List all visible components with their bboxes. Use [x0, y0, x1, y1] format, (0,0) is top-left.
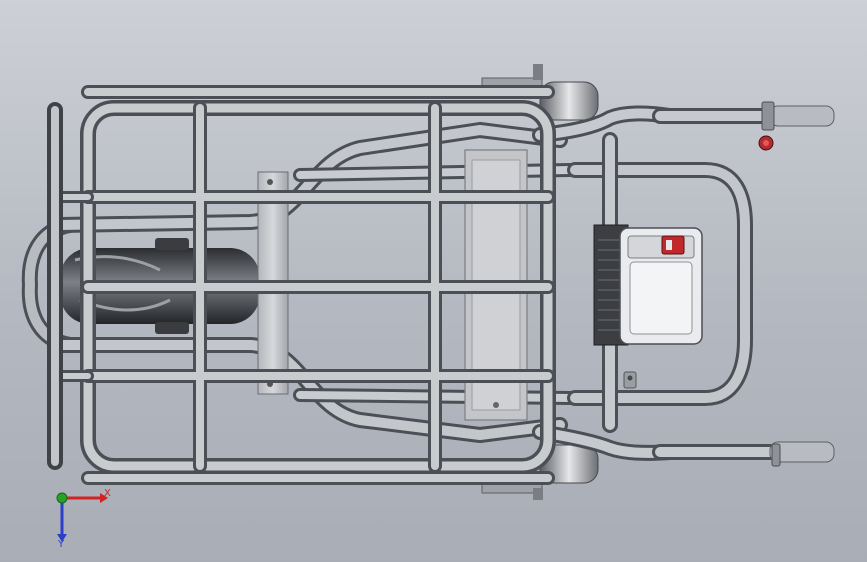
handlebars[interactable]	[623, 101, 835, 467]
battery-box[interactable]	[593, 224, 703, 346]
y-axis-label: Y	[57, 539, 65, 548]
axis-triad: X Y	[56, 488, 111, 548]
rack-frame[interactable]	[49, 85, 556, 485]
wheel-hubs[interactable]	[481, 64, 599, 500]
power-switch[interactable]	[661, 235, 685, 255]
y-axis-head	[57, 534, 67, 542]
x-axis-label: X	[104, 488, 111, 499]
z-axis-dot	[56, 492, 68, 504]
x-axis-head	[100, 493, 108, 503]
